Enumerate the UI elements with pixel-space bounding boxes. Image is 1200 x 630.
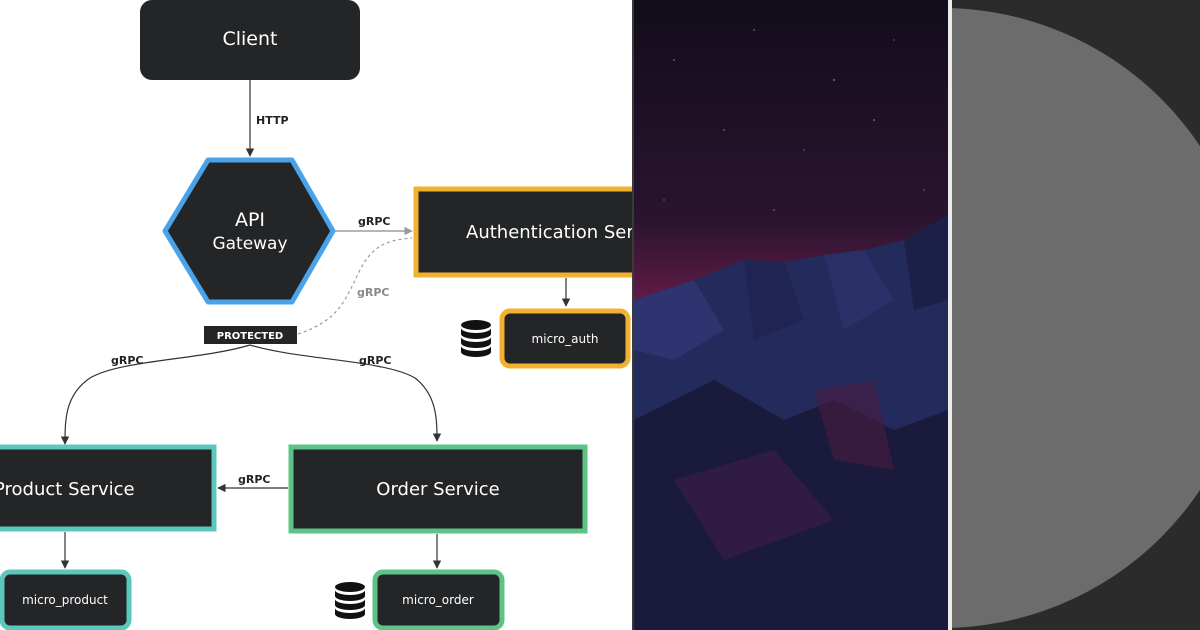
wallpaper-mountain-panel	[634, 0, 948, 630]
client-node: Client	[140, 0, 360, 80]
product-service-label: Product Service	[0, 479, 135, 500]
order-service-label: Order Service	[376, 479, 499, 500]
product-service-node: Product Service	[0, 444, 217, 532]
micro-auth-node: micro_auth	[499, 308, 631, 369]
panel-divider-light	[948, 0, 952, 630]
mountain-illustration	[634, 0, 948, 630]
edge-protected-auth-dashed	[297, 237, 413, 335]
protected-badge: PROTECTED	[204, 326, 297, 344]
micro-product-node: micro_product	[0, 569, 132, 630]
edge-label-gateway-product: gRPC	[111, 354, 143, 367]
gateway-label-line1: API	[235, 209, 265, 231]
auth-service-node: Authentication Service	[413, 186, 632, 278]
micro-product-label: micro_product	[22, 593, 108, 607]
api-gateway-node: API Gateway	[162, 157, 336, 305]
edge-label-dashed: gRPC	[357, 286, 389, 299]
order-service-node: Order Service	[288, 444, 588, 534]
edge-label-gateway-order: gRPC	[359, 354, 391, 367]
grey-disc-panel	[952, 0, 1200, 630]
edges	[60, 80, 571, 569]
disc-shape	[952, 8, 1200, 628]
edge-gateway-order	[249, 344, 442, 442]
micro-order-label: micro_order	[402, 593, 474, 607]
gateway-label-line2: Gateway	[212, 234, 287, 254]
database-icon	[461, 320, 491, 357]
edge-gateway-product	[60, 344, 251, 445]
diagram-canvas: HTTP gRPC gRPC gRPC gRPC gRPC Client API…	[0, 0, 632, 630]
architecture-diagram: HTTP gRPC gRPC gRPC gRPC gRPC Client API…	[0, 0, 632, 630]
edge-label-http: HTTP	[256, 114, 289, 127]
micro-order-node: micro_order	[372, 569, 505, 630]
edge-label-gateway-auth: gRPC	[358, 215, 390, 228]
client-label: Client	[222, 28, 277, 50]
auth-service-label: Authentication Service	[466, 222, 632, 243]
panel-divider	[632, 0, 634, 630]
protected-badge-label: PROTECTED	[217, 331, 283, 342]
edge-label-order-product: gRPC	[238, 473, 270, 486]
database-icon	[335, 582, 365, 619]
micro-auth-label: micro_auth	[532, 332, 599, 346]
